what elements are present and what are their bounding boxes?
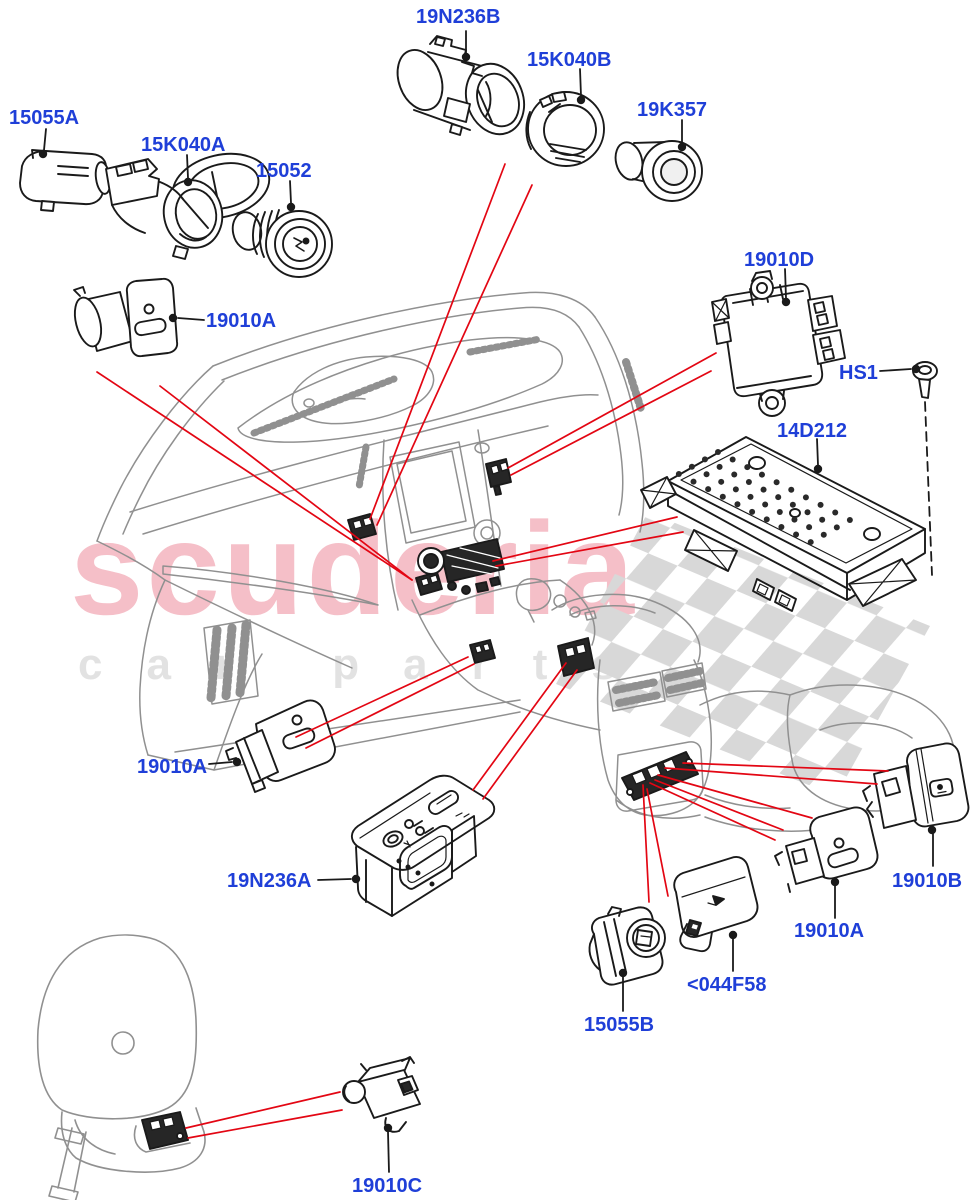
part-label-19010B[interactable]: 19010B bbox=[892, 870, 963, 892]
part-label-19K357[interactable]: 19K357 bbox=[637, 99, 708, 121]
part-label-14D212[interactable]: 14D212 bbox=[777, 420, 848, 442]
part-label-19010A-2[interactable]: 19010A bbox=[137, 756, 208, 778]
part-14D212-drawing bbox=[640, 436, 926, 612]
part-label-15K040A[interactable]: 15K040A bbox=[141, 134, 226, 156]
part-label-15055A[interactable]: 15055A bbox=[9, 107, 80, 129]
part-label-044F58[interactable]: <044F58 bbox=[687, 974, 767, 996]
part-label-19N236B[interactable]: 19N236B bbox=[416, 6, 501, 28]
part-label-15052[interactable]: 15052 bbox=[256, 160, 312, 182]
part-15K040A-drawing bbox=[105, 158, 224, 260]
part-label-19N236A[interactable]: 19N236A bbox=[227, 870, 312, 892]
watermark-sub-text: car parts bbox=[78, 640, 660, 689]
part-label-19010C[interactable]: 19010C bbox=[352, 1175, 423, 1197]
headrest-sketch bbox=[36, 934, 206, 1200]
part-15K040B-drawing bbox=[525, 91, 605, 167]
part-label-15K040B[interactable]: 15K040B bbox=[527, 49, 612, 71]
part-label-HS1[interactable]: HS1 bbox=[839, 362, 878, 384]
part-label-19010D[interactable]: 19010D bbox=[744, 249, 815, 271]
part-19010A-mid-drawing bbox=[225, 699, 336, 793]
part-19010A-bottom-drawing bbox=[774, 806, 879, 893]
part-19010A-top-drawing bbox=[73, 277, 179, 358]
part-label-19010A-3[interactable]: 19010A bbox=[794, 920, 865, 942]
part-label-19010A-1[interactable]: 19010A bbox=[206, 310, 277, 332]
part-15055B-drawing bbox=[588, 906, 666, 986]
part-15052-drawing bbox=[231, 209, 333, 278]
black-leader-lines bbox=[38, 30, 937, 1173]
part-19N236A-drawing bbox=[350, 774, 496, 917]
part-044F58-drawing bbox=[673, 856, 759, 953]
part-19K357-drawing bbox=[614, 140, 703, 202]
part-label-15055B[interactable]: 15055B bbox=[584, 1014, 655, 1036]
part-19010D-drawing bbox=[711, 270, 846, 417]
part-19010C-drawing bbox=[342, 1056, 421, 1133]
installed-switches bbox=[141, 458, 699, 1150]
part-19N236B-drawing bbox=[396, 35, 525, 136]
part-19010B-drawing bbox=[862, 742, 970, 829]
red-callout-lines bbox=[96, 163, 889, 1139]
